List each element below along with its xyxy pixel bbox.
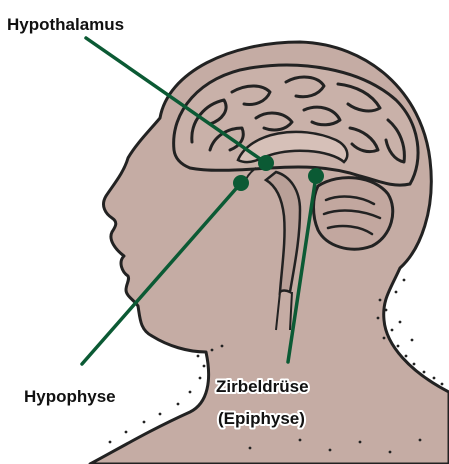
- label-epiphyse: (Epiphyse): [218, 409, 305, 428]
- hypophyse-marker: [233, 175, 249, 191]
- cerebellum: [314, 178, 393, 250]
- label-hypothalamus: Hypothalamus: [7, 15, 124, 34]
- label-hypophyse: Hypophyse: [24, 387, 116, 406]
- hypothalamus-marker: [258, 155, 274, 171]
- label-zirbeldruese: Zirbeldrüse: [216, 377, 309, 396]
- zirbeldruese-marker: [308, 168, 324, 184]
